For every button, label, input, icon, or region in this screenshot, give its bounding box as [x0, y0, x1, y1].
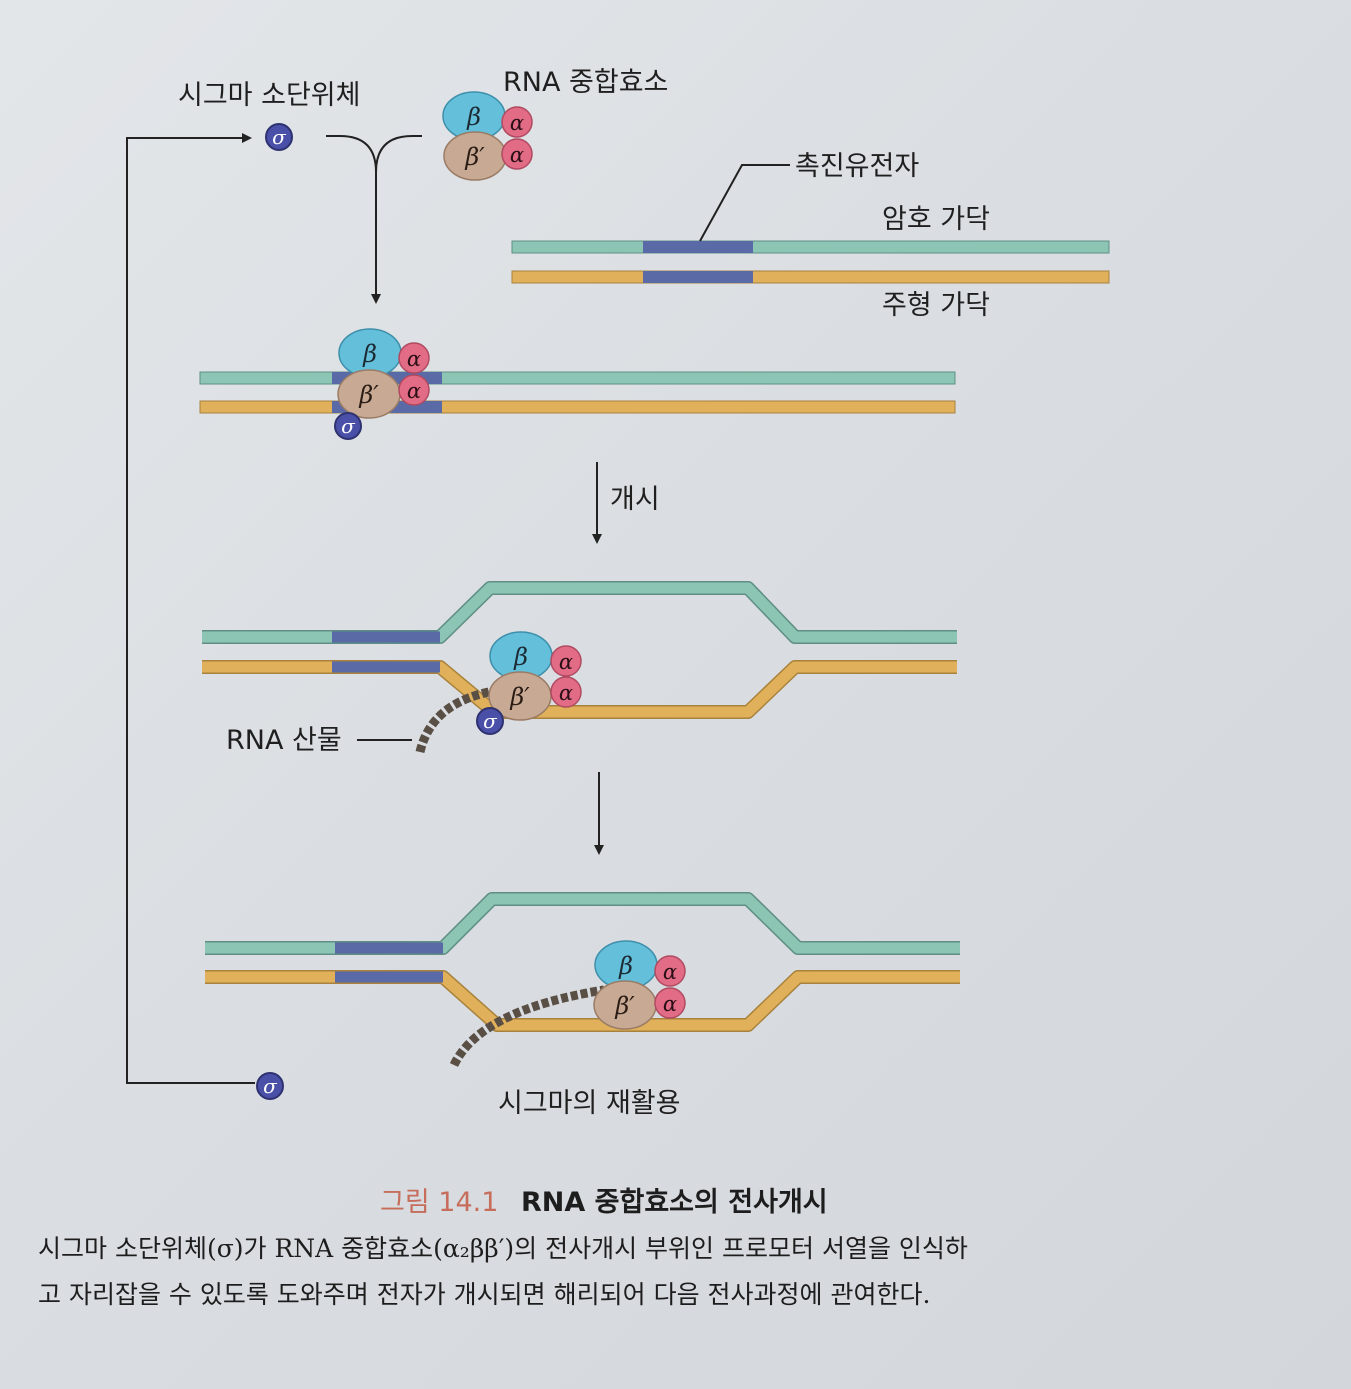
- coding-strand: [202, 582, 957, 643]
- recycle-loop-line: [126, 133, 255, 1084]
- alpha-subunit-1: [501, 106, 533, 138]
- sigma-symbol: σ: [263, 1074, 278, 1098]
- caption-line-2: 고 자리잡을 수 있도록 도와주며 전자가 개시되면 해리되어 다음 전사과정에…: [38, 1280, 931, 1309]
- sigma-symbol: σ: [483, 709, 498, 733]
- rna-product-strand: [415, 685, 501, 754]
- alpha-subunit-2: [398, 374, 430, 406]
- coding-strand: [511, 240, 1110, 254]
- dna-stage-open-complex: [202, 581, 957, 754]
- rna-polymerase-label: RNA 중합효소: [503, 67, 668, 98]
- alpha-symbol: α: [559, 681, 573, 705]
- combine-arrow: [326, 135, 422, 304]
- initiation-label: 개시: [610, 484, 660, 515]
- core-enzyme-elongating: β β′ α α: [593, 940, 686, 1030]
- alpha-symbol: α: [510, 143, 524, 167]
- free-polymerase: β β′ α α: [442, 91, 533, 181]
- template-strand: [205, 971, 960, 1031]
- alpha-symbol: α: [510, 111, 524, 135]
- beta-symbol: β: [466, 103, 481, 131]
- dna-stage-bound: [199, 371, 956, 414]
- template-strand-outline: [205, 970, 960, 1032]
- alpha-symbol: α: [407, 347, 421, 371]
- alpha-subunit-1: [654, 955, 686, 987]
- alpha-symbol: α: [663, 960, 677, 984]
- coding-strand-outline: [205, 892, 960, 955]
- beta-symbol: β: [618, 952, 633, 980]
- beta-prime-symbol: β′: [509, 683, 530, 711]
- alpha-subunit-1: [398, 342, 430, 374]
- sigma-symbol: σ: [341, 414, 356, 438]
- beta-symbol: β: [362, 340, 377, 368]
- released-sigma: σ: [256, 1072, 284, 1100]
- sigma-recycling-label: 시그마의 재활용: [498, 1088, 680, 1119]
- template-strand: [511, 270, 1110, 284]
- alpha-subunit-1: [550, 645, 582, 677]
- holoenzyme-bound: β β′ α α σ: [334, 328, 430, 440]
- beta-symbol: β: [513, 643, 528, 671]
- sigma-symbol: σ: [272, 125, 287, 149]
- sigma-subunit: [476, 707, 504, 735]
- transcription-initiation-diagram: 시그마 소단위체 RNA 중합효소 σ β β′ α α 촉진유전자 암호 가닥…: [126, 67, 1110, 1119]
- alpha-symbol: α: [559, 650, 573, 674]
- rna-product-label: RNA 산물: [226, 725, 342, 756]
- template-strand: [199, 400, 956, 414]
- sigma-subunit: [334, 412, 362, 440]
- free-sigma: σ: [265, 123, 293, 151]
- holoenzyme-transcribing: β β′ α α σ: [476, 631, 582, 735]
- figure-caption-body: 시그마 소단위체(σ)가 RNA 중합효소(α₂ββ′)의 전사개시 부위인 프…: [38, 1226, 1278, 1318]
- beta-prime-symbol: β′: [464, 143, 485, 171]
- alpha-subunit-2: [501, 138, 533, 170]
- coding-strand: [199, 371, 956, 385]
- figure-title: RNA 중합효소의 전사개시: [520, 1187, 828, 1218]
- promoter-label: 촉진유전자: [795, 151, 919, 182]
- dna-stage-sigma-released: [205, 892, 960, 1068]
- alpha-subunit-2: [654, 987, 686, 1019]
- coding-strand: [205, 893, 960, 954]
- promoter-segment: [643, 271, 753, 283]
- promoter-segment: [643, 241, 753, 253]
- beta-prime-symbol: β′: [358, 381, 379, 409]
- alpha-symbol: α: [663, 992, 677, 1016]
- beta-prime-symbol: β′: [614, 992, 635, 1020]
- alpha-subunit-2: [550, 676, 582, 708]
- rna-product-strand: [449, 985, 605, 1068]
- caption-line-1: 시그마 소단위체(σ)가 RNA 중합효소(α₂ββ′)의 전사개시 부위인 프…: [38, 1234, 968, 1263]
- promoter-leader-line: [699, 164, 790, 242]
- figure-number: 그림 14.1: [380, 1187, 499, 1218]
- alpha-symbol: α: [407, 379, 421, 403]
- sigma-subunit-label: 시그마 소단위체: [178, 80, 360, 111]
- coding-strand-outline: [202, 581, 957, 644]
- dna-stage-promoter: [511, 164, 1110, 284]
- figure-caption-title: 그림 14.1 RNA 중합효소의 전사개시: [380, 1180, 828, 1219]
- coding-strand-label: 암호 가닥: [882, 204, 990, 235]
- template-strand-label: 주형 가닥: [882, 290, 990, 321]
